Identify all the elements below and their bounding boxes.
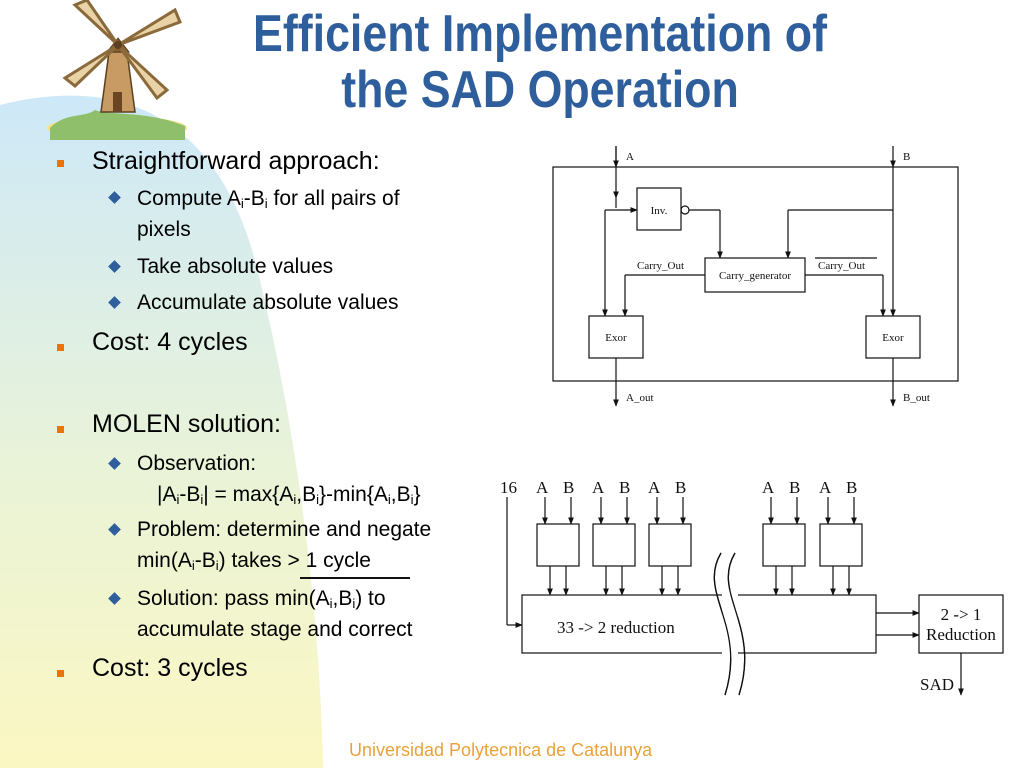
- sad-reduction-diagram: 16 A B A B A B A B A B 33 -> 2 reduction…: [500, 478, 1004, 696]
- subscript: i: [215, 558, 219, 573]
- subscript: i: [352, 596, 356, 611]
- text: ) takes: [218, 549, 288, 572]
- abs-unit-1: [536, 523, 580, 567]
- bullet-square-icon: [57, 160, 64, 167]
- text: ) to: [355, 587, 386, 610]
- subscript: i: [316, 492, 319, 507]
- subscript: i: [410, 492, 414, 507]
- b-out-label: B_out: [903, 392, 930, 404]
- text: Problem: determine and negate: [137, 518, 432, 541]
- bullet-cost4: Cost: 4 cycles: [92, 328, 248, 356]
- text: Solution: pass min(A: [137, 587, 330, 610]
- reduction-33-label: 33 -> 2 reduction: [557, 618, 675, 637]
- text: for all pairs of: [267, 187, 400, 210]
- text: ,B: [332, 587, 353, 610]
- footer-institution: Universidad Polytecnica de Catalunya: [349, 740, 653, 760]
- text: min(A: [137, 549, 192, 572]
- bullet-absolute: Take absolute values: [137, 255, 334, 278]
- bullet-straightforward: Straightforward approach:: [92, 147, 380, 175]
- bullet-square-icon: [57, 344, 64, 351]
- subscript: i: [264, 196, 268, 211]
- bullet-square-icon: [57, 670, 64, 677]
- abs-diff-circuit-diagram: A B Inv. Carry_Out Carry_Out Carry_gener…: [552, 146, 959, 407]
- reduction-2-to-1-block: [918, 594, 1004, 654]
- subscript: i: [176, 492, 180, 507]
- subscript: i: [293, 492, 297, 507]
- text: > 1 cycle: [287, 549, 371, 572]
- title-line-2: the SAD Operation: [341, 61, 739, 119]
- text: }: [413, 483, 421, 506]
- bullet-square-icon: [57, 426, 64, 433]
- carry-generator-label: Carry_generator: [719, 270, 791, 282]
- pair-b-label: B: [563, 478, 574, 497]
- subscript: i: [240, 196, 244, 211]
- abs-unit-4: [762, 523, 806, 567]
- bullet-solution: Solution: pass min(Ai,Bi) to accumulate …: [137, 583, 412, 645]
- a-out-label: A_out: [626, 392, 654, 404]
- text: | = max{A: [203, 483, 294, 506]
- reduction-2-label: Reduction: [926, 625, 996, 644]
- text: }-min{A: [318, 483, 388, 506]
- pair-b-label: B: [619, 478, 630, 497]
- input-16-label: 16: [500, 478, 517, 497]
- pair-b-label: B: [846, 478, 857, 497]
- reduction-2-label: 2 -> 1: [941, 605, 982, 624]
- carry-out-left-label: Carry_Out: [637, 260, 684, 272]
- pair-a-label: A: [819, 478, 832, 497]
- text: ,B: [296, 483, 317, 506]
- subscript: i: [191, 558, 195, 573]
- bullet-problem: Problem: determine and negate min(Ai-Bi)…: [137, 514, 431, 576]
- bullet-accumulate: Accumulate absolute values: [137, 291, 399, 314]
- input-b-label: B: [903, 151, 910, 163]
- pair-b-label: B: [675, 478, 686, 497]
- exor-left-label: Exor: [605, 332, 627, 344]
- text: Observation:: [137, 452, 257, 475]
- reduction-33-to-2-block: [521, 594, 877, 654]
- text: -B: [194, 549, 216, 572]
- input-a-label: A: [626, 151, 634, 163]
- pair-a-label: A: [648, 478, 661, 497]
- bullet-compute: Compute Ai-Bi for all pairs of pixels: [137, 183, 400, 245]
- page-title: Efficient Implementation of the SAD Oper…: [239, 6, 841, 118]
- pair-a-label: A: [536, 478, 549, 497]
- title-line-1: Efficient Implementation of: [253, 5, 827, 63]
- circuit-frame: [552, 166, 959, 382]
- subscript: i: [329, 596, 333, 611]
- abs-unit-2: [592, 523, 636, 567]
- text: Compute A: [137, 187, 241, 210]
- subscript: i: [200, 492, 204, 507]
- abs-unit-3: [648, 523, 692, 567]
- windmill-logo: [47, 0, 187, 140]
- sad-output-label: SAD: [920, 675, 954, 694]
- text: accumulate stage and correct: [137, 618, 413, 641]
- pair-b-label: B: [789, 478, 800, 497]
- pair-a-label: A: [762, 478, 775, 497]
- bullet-cost3: Cost: 3 cycles: [92, 654, 248, 682]
- text: ,B: [390, 483, 411, 506]
- observation-formula: |Ai-Bi| = max{Ai,Bi}-min{Ai,Bi}: [137, 483, 420, 506]
- abs-unit-5: [819, 523, 863, 567]
- bullet-observation: Observation: |Ai-Bi| = max{Ai,Bi}-min{Ai…: [137, 448, 420, 510]
- exor-right-label: Exor: [882, 332, 904, 344]
- text: |A: [157, 483, 177, 506]
- bullet-molen: MOLEN solution:: [92, 410, 281, 438]
- pair-a-label: A: [592, 478, 605, 497]
- text: -B: [179, 483, 201, 506]
- text: -B: [243, 187, 265, 210]
- inv-label: Inv.: [651, 205, 668, 217]
- text: pixels: [137, 218, 191, 241]
- carry-out-right-label: Carry_Out: [818, 260, 865, 272]
- divider-line: [300, 577, 410, 579]
- subscript: i: [387, 492, 391, 507]
